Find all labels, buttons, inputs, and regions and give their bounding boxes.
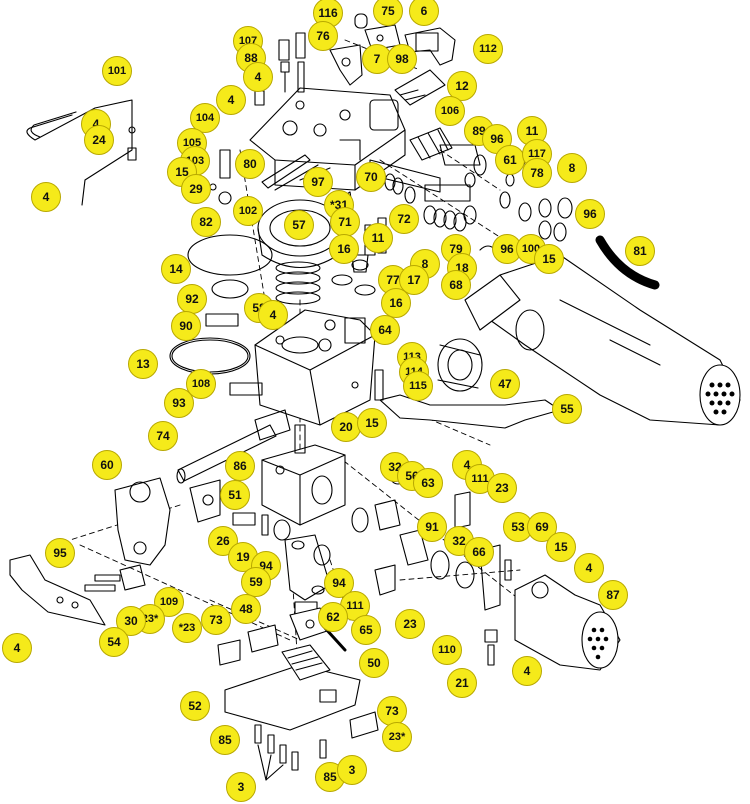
callout-96: 96 xyxy=(575,199,605,229)
callout-75: 75 xyxy=(373,0,403,26)
callout-15: 15 xyxy=(546,532,576,562)
lower-block xyxy=(261,424,346,526)
callout-85: 85 xyxy=(210,725,240,755)
callout-60: 60 xyxy=(92,450,122,480)
callout-70: 70 xyxy=(356,162,386,192)
top-bolts xyxy=(254,32,306,106)
callout-91: 91 xyxy=(417,512,447,542)
callout-57: 57 xyxy=(284,210,314,240)
callout-68: 68 xyxy=(441,270,471,300)
callout-8: 8 xyxy=(557,153,587,183)
callout-51: 51 xyxy=(220,480,250,510)
callout-48: 48 xyxy=(231,594,261,624)
callout-14: 14 xyxy=(161,254,191,284)
callout-59: 59 xyxy=(241,567,271,597)
shaft xyxy=(176,409,291,484)
callout-11: 11 xyxy=(363,223,393,253)
callout-90: 90 xyxy=(171,311,201,341)
callout-94: 94 xyxy=(324,568,354,598)
callout-23-star: 23* xyxy=(382,722,412,752)
bent-tube xyxy=(26,99,137,206)
callout-112: 112 xyxy=(473,34,503,64)
callout-4: 4 xyxy=(216,85,246,115)
callout-47: 47 xyxy=(490,369,520,399)
callout-20: 20 xyxy=(331,412,361,442)
callout-4: 4 xyxy=(31,182,61,212)
top-valve-block xyxy=(249,87,406,191)
callout-73: 73 xyxy=(377,696,407,726)
hose xyxy=(595,235,660,290)
callout-93: 93 xyxy=(164,388,194,418)
spring xyxy=(275,261,321,305)
callout-106: 106 xyxy=(435,96,465,126)
callout-15: 15 xyxy=(357,408,387,438)
callout-61: 61 xyxy=(495,145,525,175)
callout-21: 21 xyxy=(447,668,477,698)
lower-motor xyxy=(514,574,621,671)
spool-assembly xyxy=(409,127,487,188)
callout-74: 74 xyxy=(148,421,178,451)
left-lever xyxy=(9,554,146,626)
small-parts-right xyxy=(484,559,512,666)
callout-80: 80 xyxy=(235,149,265,179)
callout-4: 4 xyxy=(258,300,288,330)
callout-87: 87 xyxy=(598,580,628,610)
callout-4: 4 xyxy=(512,656,542,686)
callout-109: 109 xyxy=(154,587,184,617)
callout-64: 64 xyxy=(370,315,400,345)
callout-24: 24 xyxy=(84,125,114,155)
callout-97: 97 xyxy=(303,167,333,197)
callout-50: 50 xyxy=(359,648,389,678)
callout-54: 54 xyxy=(99,627,129,657)
bearing xyxy=(437,338,483,392)
main-housing xyxy=(254,309,376,426)
callout-81: 81 xyxy=(625,236,655,266)
callout-62: 62 xyxy=(318,602,348,632)
callout-16: 16 xyxy=(329,234,359,264)
callout-102: 102 xyxy=(233,196,263,226)
callout-29: 29 xyxy=(181,174,211,204)
callout-8: 8 xyxy=(410,249,440,279)
callout-3: 3 xyxy=(226,772,256,802)
callout-4: 4 xyxy=(243,62,273,92)
callout-115: 115 xyxy=(403,371,433,401)
callout-92: 92 xyxy=(177,284,207,314)
callout-76: 76 xyxy=(308,21,338,51)
callout-78: 78 xyxy=(522,158,552,188)
base-plate xyxy=(224,644,361,731)
callout-3: 3 xyxy=(337,755,367,785)
callout-23: 23 xyxy=(487,473,517,503)
callout-6: 6 xyxy=(409,0,439,26)
callout-15: 15 xyxy=(534,244,564,274)
callout-4: 4 xyxy=(574,553,604,583)
callout-52: 52 xyxy=(180,691,210,721)
o-rings-right xyxy=(479,152,573,256)
callout-71: 71 xyxy=(330,207,360,237)
callout-65: 65 xyxy=(351,615,381,645)
callout-16: 16 xyxy=(381,288,411,318)
motor xyxy=(464,254,741,426)
callout-4: 4 xyxy=(2,633,32,663)
callout-86: 86 xyxy=(225,451,255,481)
callout-98: 98 xyxy=(387,44,417,74)
callout-95: 95 xyxy=(45,538,75,568)
bottom-screws xyxy=(254,724,327,781)
callout-101: 101 xyxy=(102,56,132,86)
callout-13: 13 xyxy=(128,349,158,379)
callout-66: 66 xyxy=(464,537,494,567)
left-bracket xyxy=(114,477,221,566)
callout-23: 23 xyxy=(395,609,425,639)
callout-63: 63 xyxy=(413,468,443,498)
callout-110: 110 xyxy=(432,635,462,665)
callout-star-23: *23 xyxy=(172,613,202,643)
link-assembly xyxy=(261,514,331,601)
callout-55: 55 xyxy=(552,394,582,424)
callout-72: 72 xyxy=(389,204,419,234)
callout-73: 73 xyxy=(201,605,231,635)
callout-82: 82 xyxy=(191,207,221,237)
